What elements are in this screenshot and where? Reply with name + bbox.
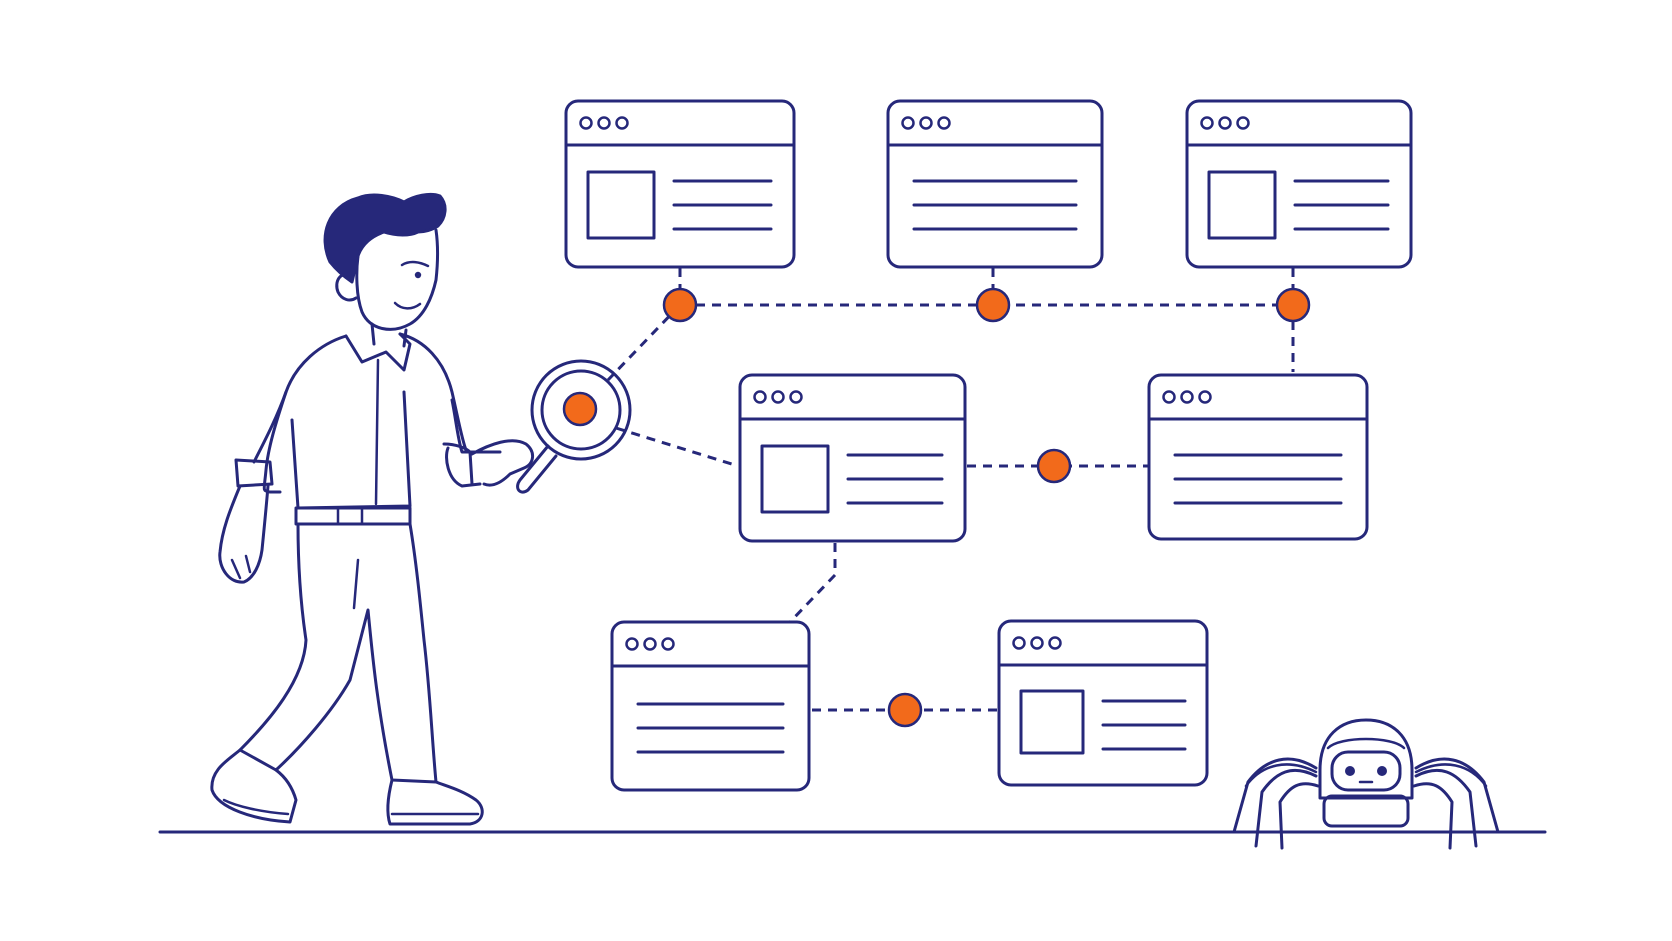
link-node-icon <box>887 692 923 728</box>
browser-window-icon <box>738 373 967 543</box>
link-node-icon <box>1036 448 1072 484</box>
person-with-magnifier-icon <box>210 192 534 826</box>
link-node-icon <box>975 287 1011 323</box>
browser-window-icon <box>997 619 1209 787</box>
link-connections <box>606 268 1295 712</box>
browser-window-icon <box>610 620 811 792</box>
browser-window-icon <box>1147 373 1369 541</box>
link-node-icon <box>662 287 698 323</box>
link-nodes <box>662 287 1311 728</box>
browser-window-icon <box>564 99 796 269</box>
link-node-icon <box>1275 287 1311 323</box>
magnifying-glass-icon <box>516 359 632 494</box>
browser-window-icon <box>1185 99 1413 269</box>
robot-spider-icon <box>1232 718 1500 850</box>
browser-window-icon <box>886 99 1104 269</box>
